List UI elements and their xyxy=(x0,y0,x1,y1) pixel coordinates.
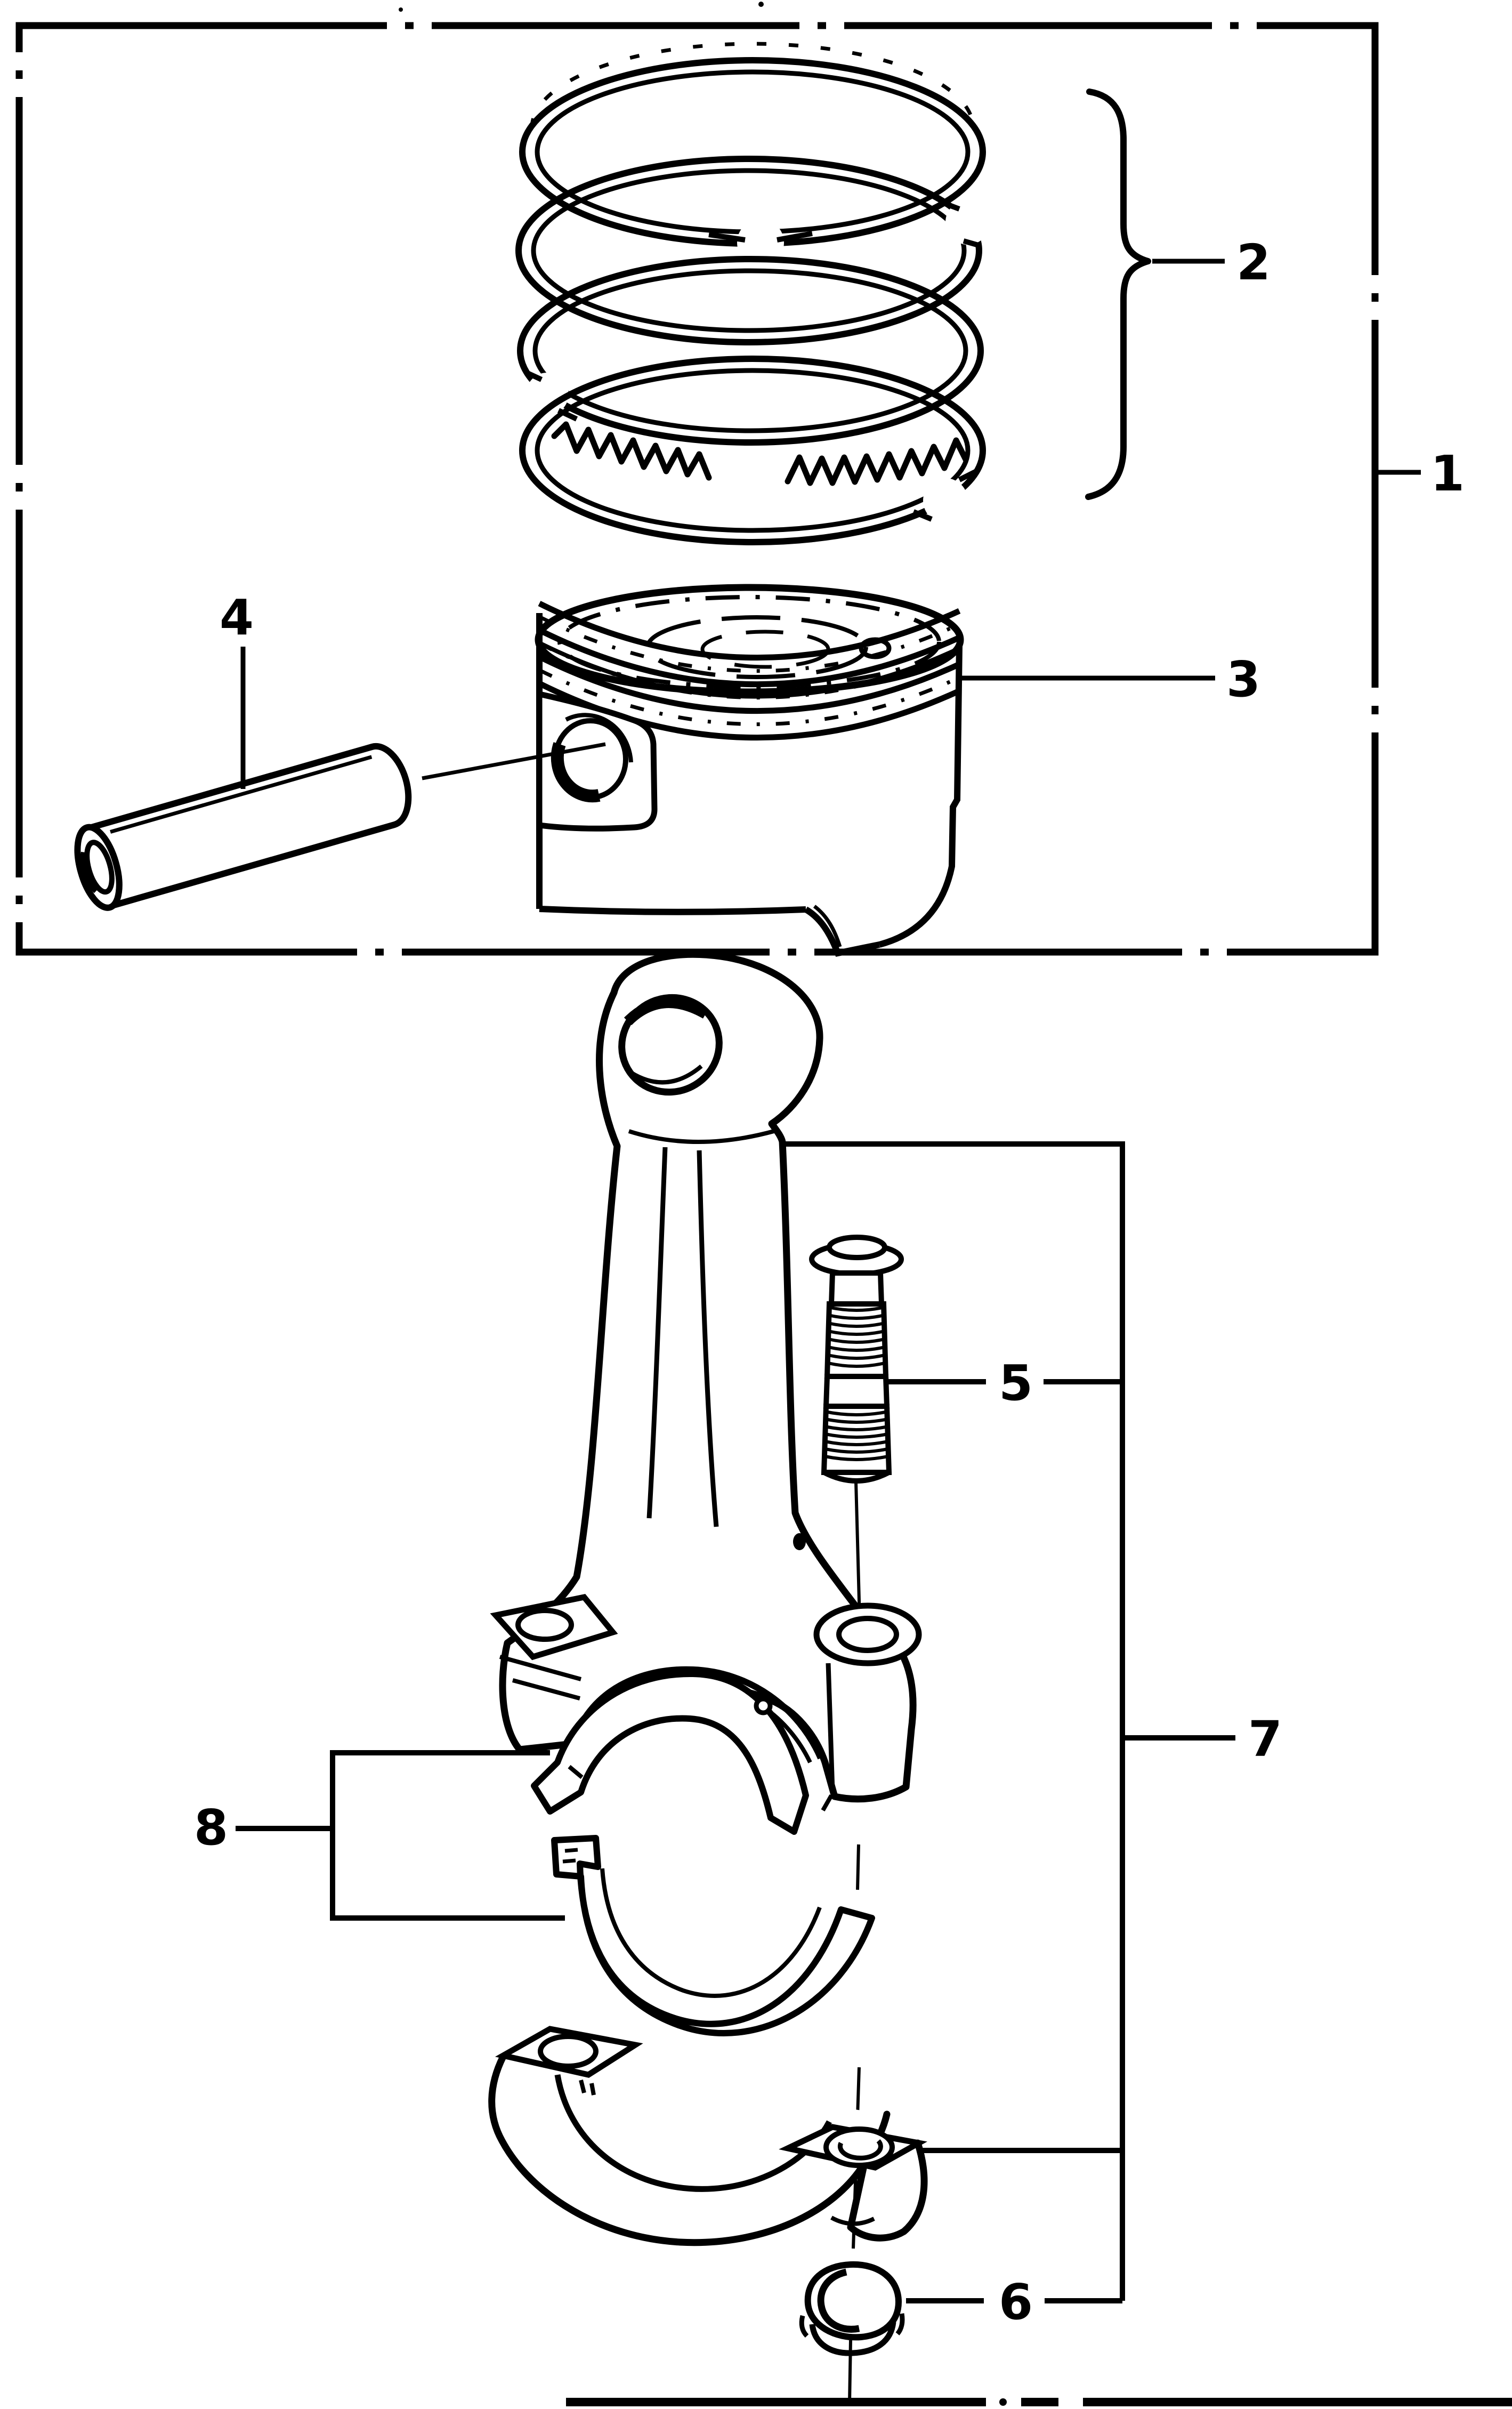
oil-ring-expander xyxy=(551,421,969,486)
piston-pin xyxy=(74,742,606,911)
connecting-rod-nut xyxy=(799,2261,905,2356)
callout-2: 2 xyxy=(1085,88,1271,500)
rod-right-bolt-boss xyxy=(813,1602,922,1811)
compression-ring-1 xyxy=(519,42,986,266)
connecting-rod-cap xyxy=(488,2026,928,2246)
callout-5-label: 5 xyxy=(999,1355,1033,1412)
callout-8-label: 8 xyxy=(194,1799,228,1856)
cap-left-bolt-boss xyxy=(495,2026,643,2096)
pin-leader-line xyxy=(422,742,606,780)
callout-4-label: 4 xyxy=(220,589,254,646)
callout-8: 8 xyxy=(194,1750,565,1921)
compression-ring-2 xyxy=(515,156,990,345)
piston-skirt xyxy=(539,905,880,957)
bottom-trim-line xyxy=(566,2398,1512,2406)
callout-4: 4 xyxy=(220,589,254,789)
callout-1-label: 1 xyxy=(1430,445,1465,502)
connecting-rod-bolt xyxy=(809,1235,904,1484)
bearing-oil-hole xyxy=(754,1696,773,1715)
rod-left-bolt-boss xyxy=(490,1593,618,1701)
oil-ring-upper-rail xyxy=(517,256,984,446)
ring-grooves xyxy=(538,601,961,741)
lower-bearing-shell xyxy=(551,1835,875,2036)
piston xyxy=(535,584,964,957)
cap-right-bolt-boss xyxy=(779,2124,927,2226)
callout-3-label: 3 xyxy=(1226,651,1260,708)
brace xyxy=(1085,88,1151,500)
callout-3: 3 xyxy=(957,651,1260,708)
upper-bearing-shell xyxy=(531,1670,809,1835)
rod-web-dot xyxy=(793,1533,806,1550)
scan-specks xyxy=(399,2,764,12)
piston-ring-set xyxy=(515,42,990,545)
pin-boss xyxy=(536,690,658,832)
callout-2-label: 2 xyxy=(1236,234,1271,291)
assembly-bracket-7: 5 7 6 xyxy=(785,1141,1282,2331)
small-end-eye xyxy=(618,994,723,1096)
callout-6-label: 6 xyxy=(999,2274,1033,2331)
oil-ring-lower-rail xyxy=(519,356,986,545)
connecting-rod xyxy=(490,950,922,1811)
bolt-head-top xyxy=(827,1235,887,1260)
callout-1: 1 xyxy=(1376,445,1465,502)
callout-7-label: 7 xyxy=(1248,1711,1282,1768)
